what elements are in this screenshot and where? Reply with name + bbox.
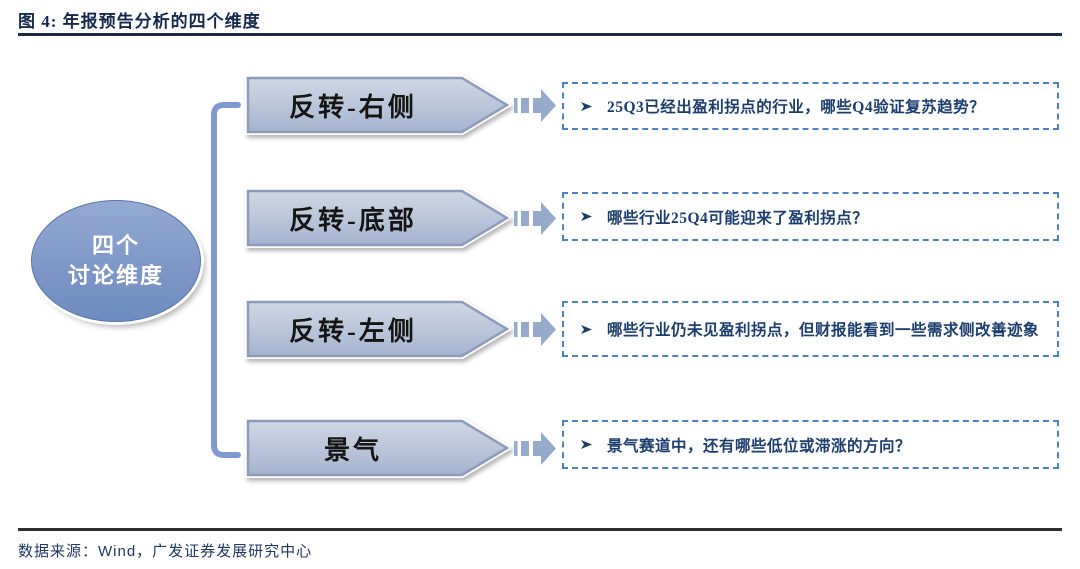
bracket-connector bbox=[211, 102, 241, 458]
question-text-row3: 哪些行业仍未见盈利拐点，但财报能看到一些需求侧改善迹象 bbox=[607, 322, 1040, 339]
striped-arrow-icon bbox=[514, 432, 556, 465]
bullet-arrowhead-icon bbox=[580, 210, 593, 223]
pentagon-row3 bbox=[245, 299, 511, 359]
bullet-arrowhead-icon bbox=[580, 100, 593, 113]
hub-label-line1: 四个 bbox=[91, 233, 140, 258]
pentagon-row4 bbox=[245, 418, 511, 478]
bullet-arrowhead-icon bbox=[580, 438, 593, 451]
question-box-row1: 25Q3已经出盈利拐点的行业，哪些Q4验证复苏趋势？ bbox=[562, 82, 1059, 130]
pentagon-row2 bbox=[245, 188, 511, 248]
pentagon-row1 bbox=[245, 75, 511, 135]
footer-divider bbox=[18, 528, 1062, 531]
striped-arrow-icon bbox=[514, 202, 556, 235]
question-text-row2: 哪些行业25Q4可能迎来了盈利拐点？ bbox=[607, 209, 869, 227]
pentagon-label-row4: 景气 bbox=[323, 435, 382, 465]
question-box-row4: 景气赛道中，还有哪些低位或滞涨的方向？ bbox=[562, 420, 1059, 469]
striped-arrow-icon bbox=[514, 313, 556, 346]
question-box-row2: 哪些行业25Q4可能迎来了盈利拐点？ bbox=[562, 192, 1059, 241]
striped-arrow-icon bbox=[514, 89, 556, 122]
bullet-arrowhead-icon bbox=[580, 323, 593, 336]
pentagon-label-row1: 反转-右侧 bbox=[289, 92, 417, 122]
pentagon-label-row3: 反转-左侧 bbox=[289, 316, 417, 346]
hub-ellipse: 四个 讨论维度 bbox=[31, 200, 201, 322]
title-divider bbox=[18, 33, 1062, 36]
question-box-row3: 哪些行业仍未见盈利拐点，但财报能看到一些需求侧改善迹象 bbox=[562, 301, 1059, 357]
pentagon-label-row2: 反转-底部 bbox=[289, 205, 417, 235]
data-source-note: 数据来源：Wind，广发证券发展研究中心 bbox=[18, 543, 313, 560]
question-text-row4: 景气赛道中，还有哪些低位或滞涨的方向？ bbox=[607, 437, 912, 455]
hub-label-line2: 讨论维度 bbox=[67, 263, 164, 288]
question-text-row1: 25Q3已经出盈利拐点的行业，哪些Q4验证复苏趋势？ bbox=[607, 99, 986, 116]
figure-title: 图 4: 年报预告分析的四个维度 bbox=[18, 12, 261, 31]
hub-label: 四个 讨论维度 bbox=[68, 231, 164, 291]
